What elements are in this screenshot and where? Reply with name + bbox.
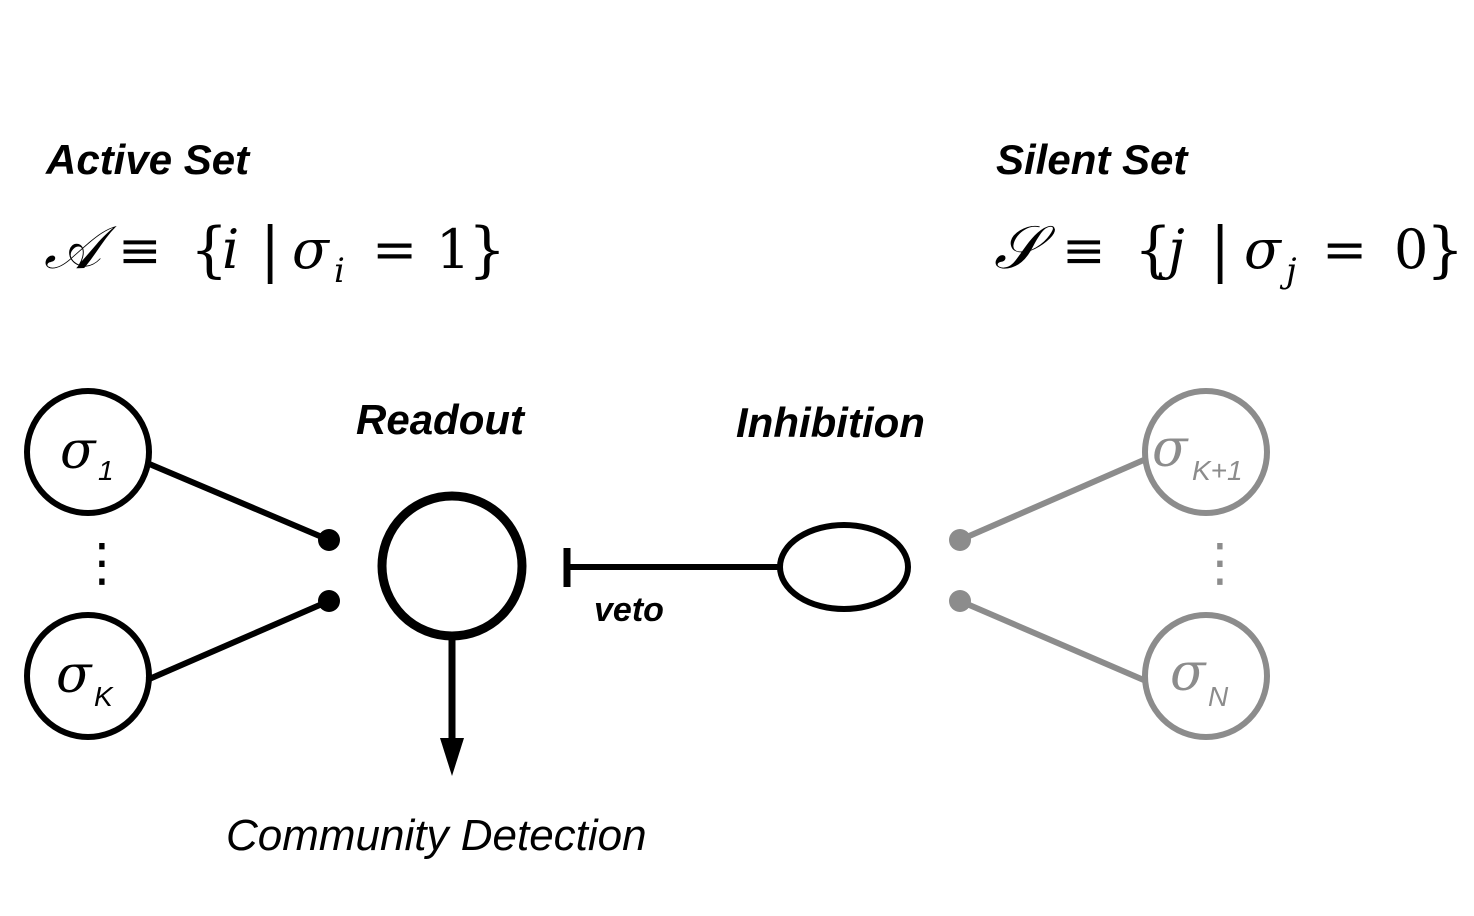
active-sigma-index: i (334, 251, 345, 291)
active-edge-1 (145, 460, 331, 543)
node-sigma: σ (56, 645, 93, 705)
silent-ellipsis: ⋮ (1194, 533, 1246, 593)
silent-set-title: Silent Set (996, 136, 1189, 183)
silent-synapse-1 (949, 529, 971, 551)
active-ellipsis: ⋮ (76, 533, 128, 593)
active-synapse-1 (318, 529, 340, 551)
active-index: i (222, 218, 239, 281)
active-sigma: σ (292, 218, 331, 281)
readout-label: Readout (356, 396, 526, 443)
community-detection-label: Community Detection (226, 811, 647, 860)
active-value: 1 (436, 218, 470, 281)
active-edge-k (145, 598, 331, 683)
node-circle (1142, 388, 1270, 516)
active-set-symbol: 𝒜 (44, 213, 117, 283)
silent-sigma-index: j (1279, 251, 1297, 291)
active-node-k: σ K (24, 612, 152, 740)
node-subscript: K+1 (1192, 455, 1243, 486)
node-circle (24, 388, 152, 516)
active-bar: | (260, 215, 280, 285)
node-subscript: 1 (98, 455, 114, 486)
silent-eq-sign: = (1322, 218, 1367, 281)
silent-equiv-sign: ≡ (1062, 221, 1106, 281)
node-sigma: σ (1152, 419, 1189, 479)
active-open-brace: { (190, 215, 228, 285)
silent-bar: | (1210, 215, 1230, 285)
silent-set-formula: 𝒮 ≡ { j | σ j = 0 } (994, 213, 1464, 291)
silent-edge-n (958, 598, 1148, 684)
node-circle (1142, 612, 1270, 740)
inhibition-neuron (777, 522, 911, 612)
inhibition-label: Inhibition (736, 399, 925, 446)
readout-neuron (377, 491, 527, 641)
silent-set-symbol: 𝒮 (994, 213, 1056, 283)
node-subscript: K (94, 681, 114, 712)
silent-edge-1 (958, 456, 1148, 543)
node-subscript: N (1208, 681, 1229, 712)
node-sigma: σ (60, 421, 97, 481)
output-arrow-head (440, 738, 464, 776)
active-close-brace: } (468, 215, 506, 285)
active-set-formula: 𝒜 ≡ { i | σ i = 1 } (44, 213, 506, 291)
active-set-title: Active Set (45, 136, 251, 183)
silent-open-brace: { (1134, 215, 1172, 285)
silent-value: 0 (1394, 218, 1428, 281)
active-equiv-sign: ≡ (118, 221, 162, 281)
active-synapse-k (318, 590, 340, 612)
veto-label: veto (594, 591, 664, 629)
node-sigma: σ (1170, 643, 1207, 703)
silent-sigma: σ (1244, 218, 1283, 281)
silent-node-k1: σ K+1 (1142, 388, 1270, 516)
silent-node-n: σ N (1142, 612, 1270, 740)
active-node-1: σ 1 (24, 388, 152, 516)
silent-close-brace: } (1426, 215, 1464, 285)
silent-synapse-n (949, 590, 971, 612)
active-eq-sign: = (372, 218, 417, 281)
